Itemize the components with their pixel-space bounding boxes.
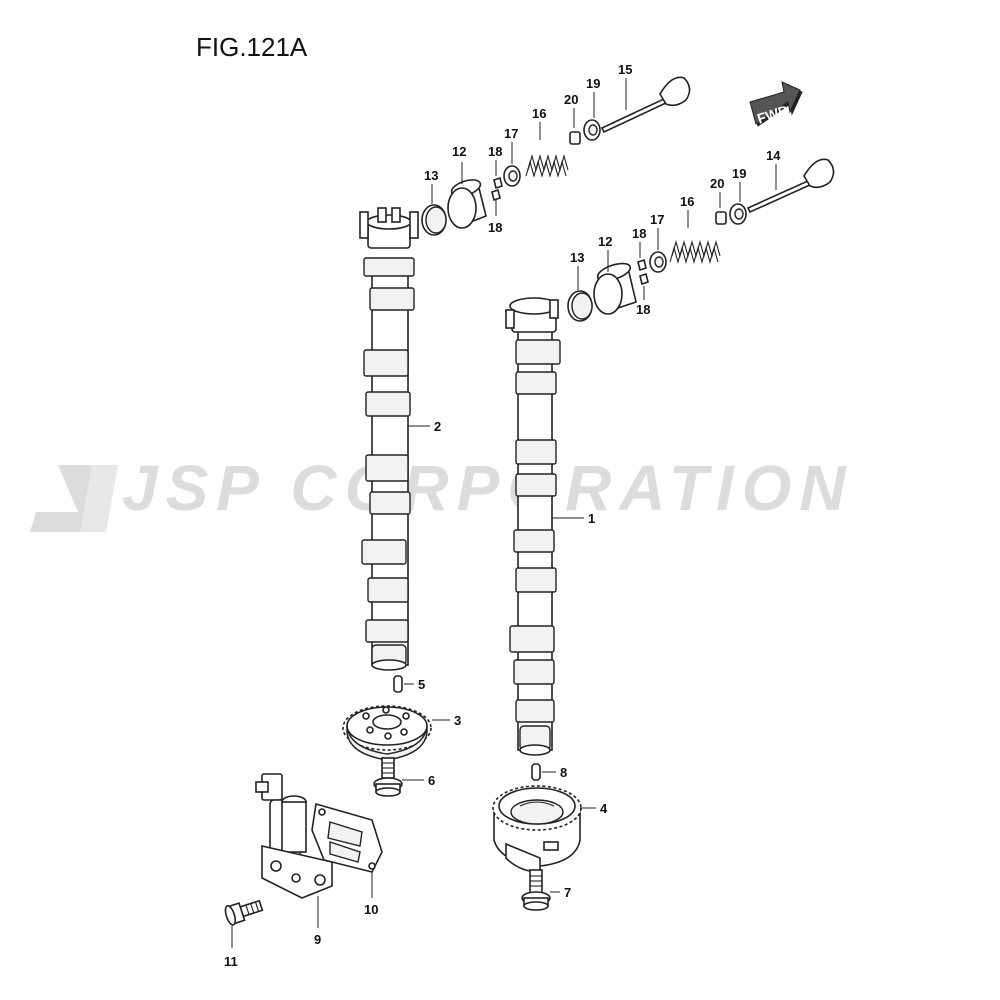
- callout-18b: 18: [488, 220, 502, 235]
- valve-seal-20b: [715, 211, 727, 225]
- keeper-18a-top: [493, 176, 503, 190]
- callout-4: 4: [600, 801, 608, 816]
- callout-11: 11: [224, 954, 238, 969]
- callout-17a: 17: [504, 126, 518, 141]
- callout-5: 5: [418, 677, 425, 692]
- keeper-18a-bottom: [491, 188, 501, 202]
- oil-control-valve-9: [255, 773, 333, 899]
- callout-18d: 18: [636, 302, 650, 317]
- callout-2: 2: [434, 419, 441, 434]
- jsp-logo-icon: [30, 465, 118, 532]
- tappet-12a: [447, 179, 487, 229]
- callout-1: 1: [588, 511, 595, 526]
- spring-seat-19b: [729, 203, 747, 225]
- callout-7: 7: [564, 885, 571, 900]
- retainer-17a: [503, 165, 521, 187]
- camshaft-1: [505, 297, 561, 756]
- callout-8: 8: [560, 765, 567, 780]
- callout-18a: 18: [488, 144, 502, 159]
- camshaft-2-drive-lug: [359, 207, 419, 249]
- callout-20b: 20: [710, 176, 724, 191]
- watermark-text: JSP CORPORATION: [122, 452, 854, 524]
- callout-13b: 13: [570, 250, 584, 265]
- bolt-7: [521, 869, 551, 911]
- keeper-18b-top: [637, 258, 647, 272]
- bolt-11: [224, 899, 264, 926]
- keeper-18b-bottom: [639, 272, 649, 286]
- retainer-17b: [649, 251, 667, 273]
- valve-14: [746, 158, 835, 214]
- tappet-12b: [593, 262, 637, 315]
- callout-17b: 17: [650, 212, 664, 227]
- spring-16b: [669, 239, 721, 265]
- valve-seal-20a: [569, 131, 581, 145]
- callout-16a: 16: [532, 106, 546, 121]
- spring-16a: [525, 153, 569, 179]
- callout-13a: 13: [424, 168, 438, 183]
- callout-19a: 19: [586, 76, 600, 91]
- callout-16b: 16: [680, 194, 694, 209]
- valve-15: [600, 76, 691, 134]
- camshaft-2: [359, 207, 419, 671]
- gear-3: [342, 705, 432, 761]
- callout-10: 10: [364, 902, 378, 917]
- pin-8: [531, 763, 541, 781]
- spring-seat-19a: [583, 119, 601, 141]
- callout-12a: 12: [452, 144, 466, 159]
- callout-20a: 20: [564, 92, 578, 107]
- shim-13b: [567, 290, 593, 322]
- figure-title: FIG.121A: [196, 32, 308, 62]
- watermark: JSP CORPORATION: [30, 452, 854, 532]
- callout-12b: 12: [598, 234, 612, 249]
- camshaft-1-drive-lug: [505, 297, 559, 333]
- callout-14: 14: [766, 148, 781, 163]
- shim-13a: [421, 204, 447, 236]
- callout-6: 6: [428, 773, 435, 788]
- fwd-badge: FWD: [749, 81, 803, 127]
- callout-18c: 18: [632, 226, 646, 241]
- gasket-10: [311, 802, 383, 873]
- vvt-actuator-4: [492, 785, 582, 873]
- callout-3: 3: [454, 713, 461, 728]
- pin-5: [393, 675, 403, 693]
- callout-15: 15: [618, 62, 632, 77]
- callout-9: 9: [314, 932, 321, 947]
- callout-19b: 19: [732, 166, 746, 181]
- bolt-6: [373, 757, 403, 797]
